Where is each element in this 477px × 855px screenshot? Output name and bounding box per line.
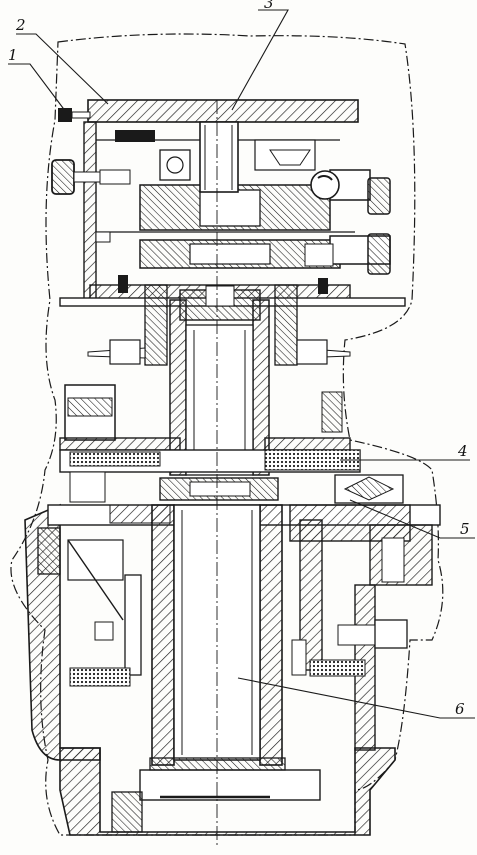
callout-label-2: 2 — [16, 16, 26, 34]
upper-housing — [51, 99, 406, 307]
lower-housing — [24, 503, 441, 836]
sleeve-assembly — [59, 284, 404, 504]
callout-label-1: 1 — [8, 46, 18, 64]
leader-lines — [8, 9, 475, 719]
break-outline — [10, 33, 444, 836]
callout-label-6: 6 — [455, 700, 465, 718]
callout-label-4: 4 — [458, 442, 468, 460]
callout-label-5: 5 — [460, 520, 470, 538]
callout-label-3: 3 — [264, 0, 274, 12]
